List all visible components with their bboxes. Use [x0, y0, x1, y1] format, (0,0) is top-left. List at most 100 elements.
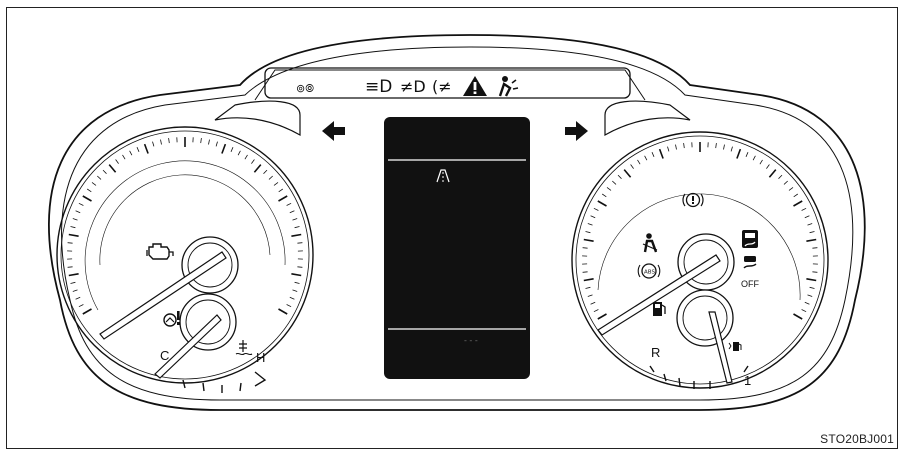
- gauge-tick: [793, 313, 803, 320]
- gauge-tick: [251, 159, 255, 164]
- gauge-tick: [91, 182, 97, 186]
- reference-code: STO20BJ001: [820, 432, 894, 446]
- vsc-off-label: OFF: [741, 279, 759, 289]
- gauge-tick: [623, 169, 632, 178]
- right-lower-needle: [708, 311, 733, 384]
- right-lower-subgauge: [676, 289, 734, 347]
- gauge-tick: [583, 238, 594, 242]
- gauge-tick: [115, 159, 119, 164]
- gauge-tick: [675, 144, 677, 150]
- left-lower-needle: [154, 314, 222, 379]
- gauge-tick: [102, 169, 107, 174]
- svg-text:≠D: ≠D: [400, 77, 426, 96]
- gauge-tick: [766, 164, 770, 169]
- gauge-tick: [715, 143, 717, 149]
- right-gauge: [571, 131, 829, 389]
- gauge-tick: [752, 155, 756, 161]
- gauge-tick: [806, 238, 817, 242]
- right-turn-arrow-icon: [565, 121, 588, 141]
- gauge-tick: [143, 143, 149, 154]
- multi-info-display: [384, 117, 530, 379]
- svg-text:(≠: (≠: [432, 77, 452, 96]
- road-icon: [436, 169, 450, 183]
- gauge-tick: [759, 159, 763, 165]
- gauge-tick: [745, 152, 749, 157]
- top-indicator-bar: [264, 67, 631, 99]
- svg-text:ABS: ABS: [644, 270, 655, 276]
- gauge-tick: [801, 309, 807, 313]
- gauge-tick: [292, 289, 298, 292]
- gauge-tick: [297, 242, 303, 244]
- left-fin: [214, 100, 301, 137]
- gauge-tick: [806, 278, 817, 282]
- gauge-tick: [278, 195, 288, 202]
- coolant-temperature-icon: [235, 340, 253, 356]
- gauge-tick: [783, 180, 788, 185]
- gauge-tick: [587, 294, 593, 297]
- gauge-tick: [730, 146, 733, 152]
- gauge-tick: [168, 138, 170, 144]
- gauge-tick: [221, 143, 227, 154]
- gauge-tick: [68, 273, 79, 277]
- gauge-tick: [278, 188, 284, 193]
- gauge-tick: [129, 150, 133, 156]
- fuel-icon: [653, 302, 666, 316]
- gauge-tick: [807, 223, 813, 226]
- fuel-scale: [649, 365, 749, 389]
- gauge-tick: [292, 218, 298, 221]
- gauge-tick: [637, 159, 641, 165]
- cluster-housing: [48, 34, 866, 411]
- gauge-tick: [593, 309, 599, 313]
- gauge-tick: [208, 139, 210, 145]
- gauge-tick: [68, 233, 79, 237]
- gauge-tick: [658, 148, 664, 159]
- gauge-tick: [289, 296, 295, 300]
- parking-light-icon: ⊚⦾: [296, 82, 314, 95]
- gauge-tick: [136, 147, 140, 152]
- gauge-tick: [291, 233, 302, 237]
- gauge-tick: [617, 174, 622, 179]
- gauge-tick: [97, 175, 102, 180]
- gauge-tick: [590, 215, 596, 219]
- gauge-tick: [215, 141, 218, 147]
- fuel-door-icon: [728, 342, 742, 351]
- gauge-tick: [601, 193, 607, 198]
- display-bottom-dots: - - -: [464, 336, 478, 345]
- gauge-tick: [667, 146, 670, 152]
- gauge-tick: [582, 247, 588, 249]
- temperature-scale: [182, 371, 267, 393]
- gauge-tick: [122, 154, 126, 160]
- hot-label: H: [256, 350, 265, 365]
- gauge-tick: [297, 266, 303, 268]
- gauge-tick: [809, 286, 815, 289]
- front-fog-icon: ≠D: [400, 77, 426, 96]
- gauge-tick: [585, 231, 591, 234]
- gauge-tick: [582, 271, 588, 273]
- gauge-tick: [593, 207, 599, 211]
- gauge-tick: [768, 169, 777, 178]
- gauge-tick: [72, 218, 78, 221]
- check-engine-icon: [146, 243, 174, 260]
- gauge-tick: [70, 226, 76, 229]
- gauge-tick: [778, 174, 783, 179]
- gauge-tick: [793, 193, 799, 198]
- left-turn-arrow-icon: [322, 121, 345, 141]
- gauge-tick: [807, 294, 813, 297]
- high-beam-icon: ≡D: [365, 77, 392, 97]
- oil-pressure-icon: [163, 311, 180, 327]
- gauge-tick: [273, 182, 279, 186]
- gauge-tick: [587, 223, 593, 226]
- rear-fog-icon: (≠: [432, 77, 452, 96]
- svg-text:≡D: ≡D: [365, 77, 392, 97]
- svg-text:⊚⦾: ⊚⦾: [296, 82, 314, 95]
- gauge-tick: [583, 278, 594, 282]
- gauge-tick: [67, 266, 73, 268]
- gauge-tick: [736, 148, 742, 159]
- gauge-tick: [606, 187, 612, 191]
- gauge-tick: [804, 215, 810, 219]
- gauge-tick: [788, 187, 794, 191]
- left-lower-subgauge: [179, 293, 237, 351]
- gauge-tick: [585, 286, 591, 289]
- gauge-tick: [67, 242, 73, 244]
- gauge-tick: [152, 141, 155, 147]
